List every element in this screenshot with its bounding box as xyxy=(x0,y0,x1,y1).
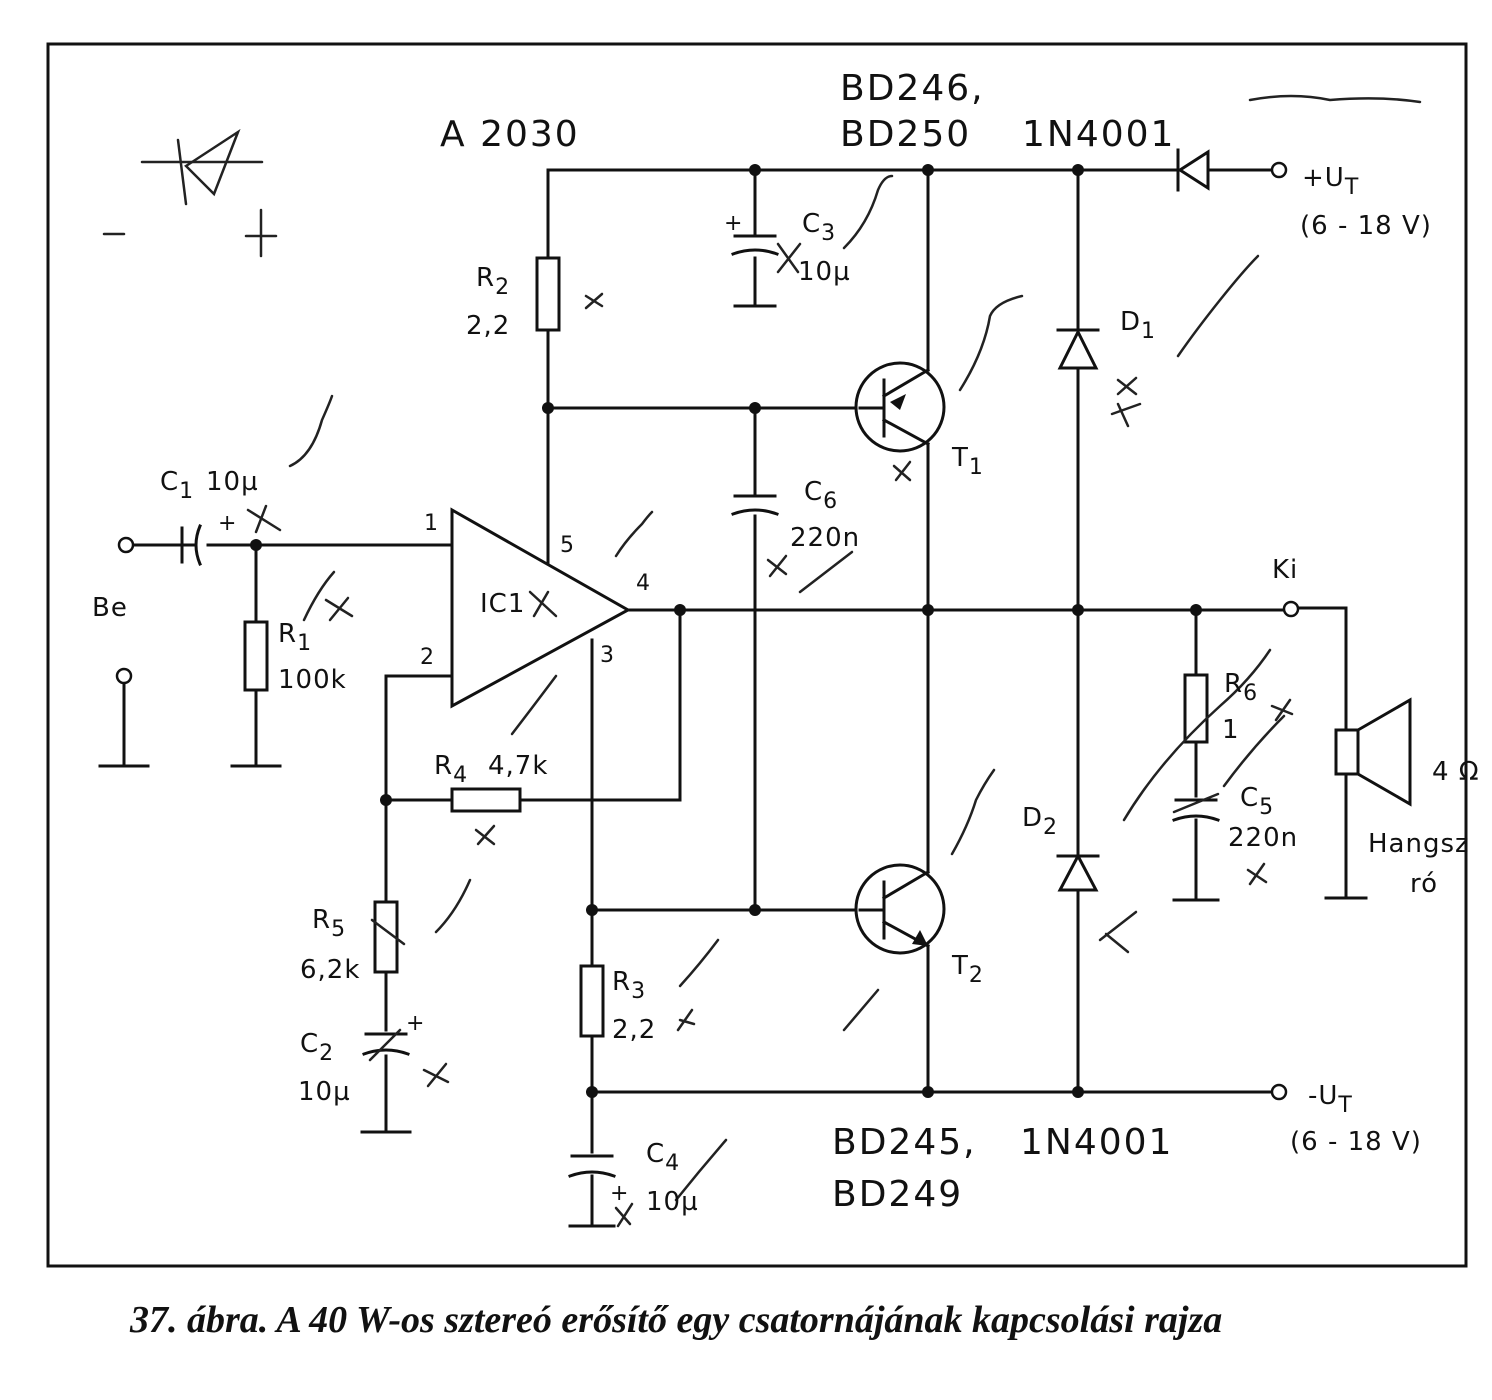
r3-resistor xyxy=(579,964,605,1038)
d1-diode xyxy=(1056,328,1100,370)
speaker-impedance: 4 Ω xyxy=(1432,757,1480,787)
c5-value: 220n xyxy=(1228,823,1298,853)
svg-text:+: + xyxy=(724,211,742,236)
t1-part-line2: BD250 xyxy=(840,114,971,155)
r6-value: 1 xyxy=(1222,715,1240,745)
ic-pin-1: 1 xyxy=(424,511,438,536)
r1-ref-label: R1 xyxy=(278,619,312,656)
c4-ref-label: C4 xyxy=(646,1139,680,1176)
c1-capacitor: + xyxy=(180,511,236,566)
r4-value: 4,7k xyxy=(488,751,548,781)
c5-ref-label: C5 xyxy=(1240,783,1274,820)
c6-capacitor xyxy=(731,494,779,516)
ic-pin-3: 3 xyxy=(600,643,614,668)
d2-ref-label: D2 xyxy=(1022,803,1058,840)
svg-text:+: + xyxy=(406,1011,424,1036)
c2-capacitor: + xyxy=(362,1011,424,1056)
handwritten-annotations xyxy=(102,94,1422,1228)
speaker-label-line1: Hangsz xyxy=(1368,829,1470,859)
t2-part-line1: BD245, xyxy=(832,1122,977,1163)
r5-value: 6,2k xyxy=(300,955,360,985)
diagram-frame xyxy=(46,42,1468,1268)
svg-text:+: + xyxy=(218,511,236,536)
t2-transistor xyxy=(854,863,946,955)
r4-ref-label: R4 xyxy=(434,751,468,788)
c6-ref-label: C6 xyxy=(804,477,838,514)
r5-ref-label: R5 xyxy=(312,905,346,942)
c5-capacitor xyxy=(1172,798,1220,822)
r1-value: 100k xyxy=(278,665,347,695)
c1-ref-label: C1 xyxy=(160,467,194,504)
output-label: Ki xyxy=(1272,555,1298,585)
r3-value: 2,2 xyxy=(612,1015,656,1045)
r2-value: 2,2 xyxy=(466,311,510,341)
d1-ref-label: D1 xyxy=(1120,307,1156,344)
ic-pin-5: 5 xyxy=(560,533,574,558)
c4-capacitor: + xyxy=(568,1154,628,1206)
speaker-symbol xyxy=(1334,697,1412,807)
input-terminal xyxy=(117,536,135,554)
c4-value: 10µ xyxy=(646,1187,699,1217)
supply-positive-label: +UT xyxy=(1302,163,1359,200)
c2-ref-label: C2 xyxy=(300,1029,334,1066)
c3-value: 10µ xyxy=(798,257,851,287)
ic-pin-4: 4 xyxy=(636,571,650,596)
ic-pin-2: 2 xyxy=(420,645,434,670)
ic-part-label: A 2030 xyxy=(440,114,580,155)
ic-ref-label: IC1 xyxy=(480,589,525,619)
c3-ref-label: C3 xyxy=(802,209,836,246)
t1-part-line1: BD246, xyxy=(840,68,985,109)
supply-positive-terminal xyxy=(1270,161,1288,179)
r6-resistor xyxy=(1183,673,1209,744)
c1-value: 10µ xyxy=(206,467,259,497)
r1-resistor xyxy=(243,620,269,692)
diode-top-part-label: 1N4001 xyxy=(1022,114,1175,155)
d2-diode xyxy=(1056,852,1100,892)
t2-ref-label: T2 xyxy=(951,951,984,988)
t1-transistor xyxy=(854,361,946,453)
speaker-label-line2: ró xyxy=(1410,869,1438,899)
r3-ref-label: R3 xyxy=(612,967,646,1004)
supply-negative-label: -UT xyxy=(1308,1081,1353,1118)
r5-resistor xyxy=(373,900,399,974)
t2-part-line2: BD249 xyxy=(832,1174,963,1215)
input-label: Be xyxy=(92,593,128,623)
r2-ref-label: R2 xyxy=(476,263,510,300)
r6-ref-label: R6 xyxy=(1224,669,1258,706)
r2-resistor xyxy=(535,256,561,332)
c3-capacitor: + xyxy=(724,211,779,256)
t1-ref-label: T1 xyxy=(951,443,984,480)
wiring xyxy=(98,168,1368,1228)
output-terminal xyxy=(1282,600,1300,618)
svg-text:+: + xyxy=(610,1181,628,1206)
supply-positive-range: (6 - 18 V) xyxy=(1300,211,1432,241)
c2-value: 10µ xyxy=(298,1077,351,1107)
r4-resistor xyxy=(450,787,522,813)
junctions xyxy=(250,164,1202,1098)
supply-negative-terminal xyxy=(1270,1083,1288,1101)
supply-negative-range: (6 - 18 V) xyxy=(1290,1127,1422,1157)
diode-bottom-part-label: 1N4001 xyxy=(1020,1122,1173,1163)
input-ground-terminal xyxy=(115,667,133,685)
figure-caption: 37. ábra. A 40 W-os sztereó erősítő egy … xyxy=(130,1299,1223,1341)
c6-value: 220n xyxy=(790,523,860,553)
supply-diode xyxy=(1176,148,1210,192)
